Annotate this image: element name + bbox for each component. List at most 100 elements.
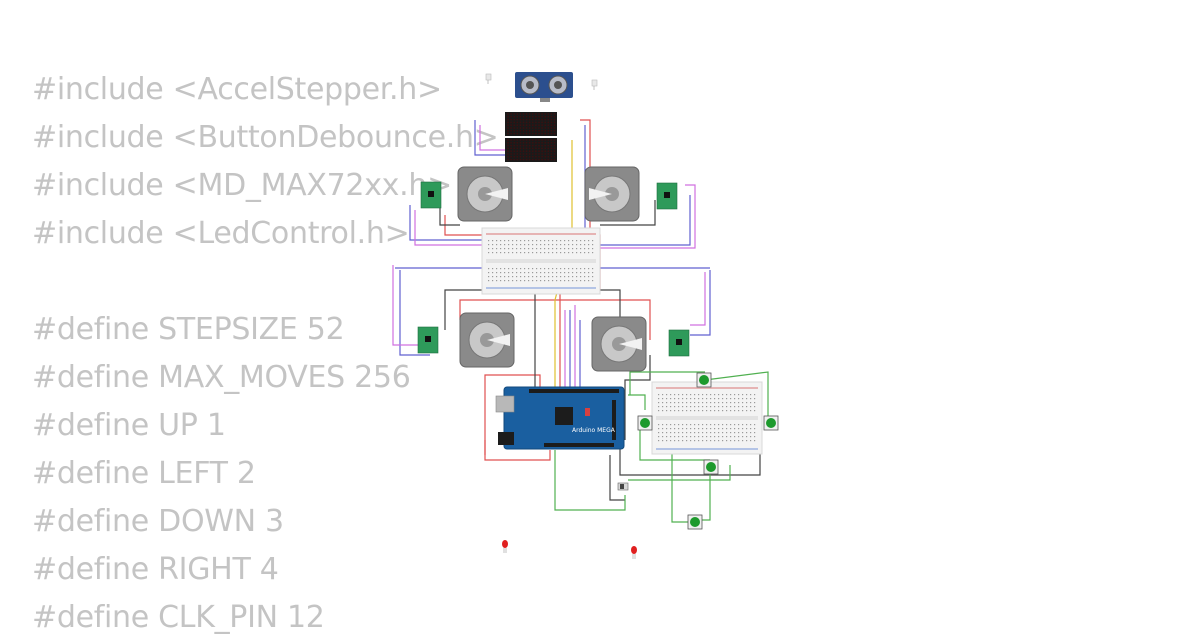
matrix-dot [510,129,512,132]
breadboard-hole [548,268,550,270]
breadboard-hole [520,272,522,274]
breadboard-hole [572,276,574,278]
matrix-dot [525,153,528,155]
push-button-bottom[interactable] [687,514,703,530]
breadboard-hole [682,432,684,434]
breadboard-hole [508,240,510,242]
breadboard-hole [706,406,708,408]
slide-switch[interactable] [617,482,629,491]
matrix-dot [531,158,534,161]
breadboard-hole [658,410,660,412]
breadboard-hole [734,398,736,400]
matrix-dot [525,139,528,141]
breadboard-hole [536,248,538,250]
breadboard-hole [662,440,664,442]
matrix-dot [538,113,540,115]
matrix-dot [519,113,522,115]
matrix-dot [507,113,509,115]
breadboard-hole [658,402,660,404]
breadboard-hole [576,252,578,254]
breadboard-hole [488,240,490,242]
push-button-center[interactable] [703,459,719,475]
breadboard-hole [524,272,526,274]
breadboard-hole [556,240,558,242]
breadboard-hole [726,394,728,396]
breadboard-hole [722,432,724,434]
breadboard-hole [742,432,744,434]
push-button-left[interactable] [637,415,653,431]
breadboard-hole [584,248,586,250]
matrix-dot [528,118,531,121]
matrix-dot [541,144,543,147]
matrix-dot [513,141,516,144]
breadboard-hole [560,248,562,250]
matrix-dot [550,115,553,118]
matrix-dot [525,113,528,115]
stepper-driver-bottom-right [668,329,690,357]
push-button-top[interactable] [696,372,712,388]
matrix-dot [510,139,512,141]
breadboard-hole [580,272,582,274]
breadboard-hole [734,440,736,442]
breadboard-hole [726,424,728,426]
breadboard-hole [564,276,566,278]
breadboard-hole [512,276,514,278]
matrix-dot [528,147,531,150]
breadboard-hole [592,248,594,250]
push-button-right[interactable] [763,415,779,431]
matrix-dot [528,115,531,118]
breadboard-hole [516,280,518,282]
matrix-dot [510,127,512,129]
breadboard-hole [698,436,700,438]
breadboard-hole [710,410,712,412]
breadboard-hole [702,424,704,426]
matrix-dot [541,153,543,155]
breadboard-hole [576,240,578,242]
breadboard-hole [572,240,574,242]
matrix-dot [550,150,553,153]
breadboard-hole [528,280,530,282]
breadboard-hole [686,394,688,396]
matrix-dot [547,144,550,147]
matrix-dot [550,132,553,135]
matrix-dot [531,115,534,118]
matrix-dot [544,158,547,161]
breadboard-hole [674,410,676,412]
breadboard-hole [730,394,732,396]
arduino-label: Arduino MEGA [572,427,616,434]
matrix-dot [553,147,556,150]
breadboard-hole [500,280,502,282]
breadboard-hole [532,252,534,254]
matrix-dot [513,150,516,153]
breadboard-hole [592,252,594,254]
breadboard-hole [722,436,724,438]
breadboard-hole [568,252,570,254]
matrix-dot [510,113,512,115]
breadboard-hole [512,244,514,246]
breadboard-hole [536,276,538,278]
matrix-dot [516,115,519,118]
matrix-dot [538,147,540,150]
breadboard-hole [488,268,490,270]
breadboard-hole [512,272,514,274]
breadboard-hole [750,402,752,404]
breadboard-hole [678,406,680,408]
breadboard-hole [682,406,684,408]
breadboard-hole [540,244,542,246]
matrix-dot [507,155,509,158]
wire-dark [609,455,625,501]
breadboard-hole [500,244,502,246]
breadboard-hole [504,268,506,270]
breadboard-hole [512,240,514,242]
breadboard-hole [520,252,522,254]
matrix-dot [516,124,519,127]
matrix-dot [522,118,525,121]
matrix-dot [510,153,512,155]
matrix-dot [519,127,522,129]
matrix-dot [513,113,516,115]
breadboard-hole [532,268,534,270]
breadboard-hole [750,424,752,426]
breadboard-hole [742,436,744,438]
breadboard-hole [710,424,712,426]
breadboard-hole [492,280,494,282]
